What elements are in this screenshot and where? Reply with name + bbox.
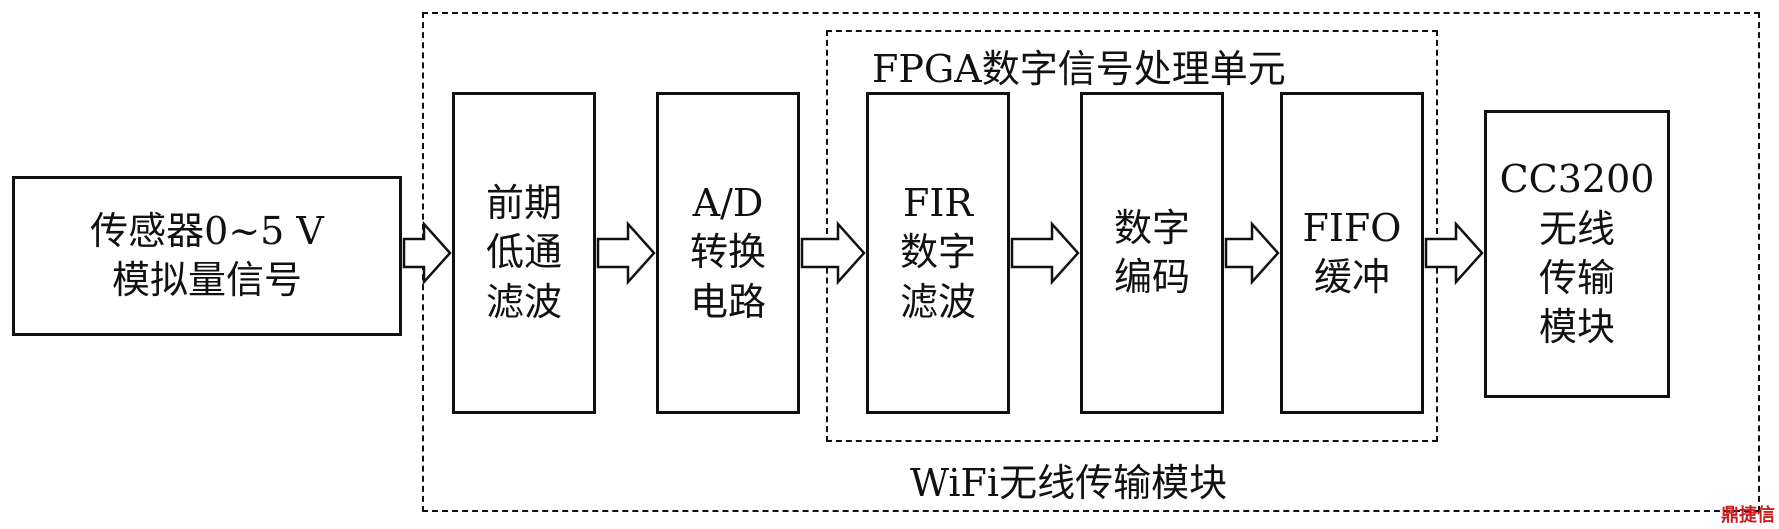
sensor-block-text: 传感器0~5 V 模拟量信号 (90, 208, 324, 302)
adc-text: A/D 转换 电路 (689, 180, 766, 324)
digital-encoding-block: 数字 编码 (1080, 92, 1224, 414)
fpga-unit-label: FPGA数字信号处理单元 (866, 38, 1292, 93)
arrow-adc-to-fir (800, 220, 866, 286)
sensor-block: 传感器0~5 V 模拟量信号 (12, 176, 402, 336)
fpga-unit-group (826, 30, 1438, 442)
cc3200-text: CC3200 无线 传输 模块 (1499, 157, 1655, 350)
arrow-lowpass-to-adc (596, 220, 656, 286)
fir-filter-text: FIR 数字 滤波 (899, 180, 976, 324)
lowpass-filter-block: 前期 低通 滤波 (452, 92, 596, 414)
arrow-sensor-to-lowpass (402, 220, 452, 286)
cc3200-block: CC3200 无线 传输 模块 (1484, 110, 1670, 398)
digital-encoding-text: 数字 编码 (1113, 205, 1190, 299)
arrow-encoding-to-fifo (1224, 220, 1280, 286)
arrow-fifo-to-cc3200 (1424, 220, 1484, 286)
fifo-buffer-text: FIFO 缓冲 (1302, 205, 1402, 299)
lowpass-filter-text: 前期 低通 滤波 (485, 180, 562, 324)
adc-block: A/D 转换 电路 (656, 92, 800, 414)
fifo-buffer-block: FIFO 缓冲 (1280, 92, 1424, 414)
fir-filter-block: FIR 数字 滤波 (866, 92, 1010, 414)
arrow-fir-to-encoding (1010, 220, 1080, 286)
wifi-module-label: WiFi无线传输模块 (904, 452, 1234, 507)
watermark-logo: 鼎捷信 (1721, 505, 1775, 526)
